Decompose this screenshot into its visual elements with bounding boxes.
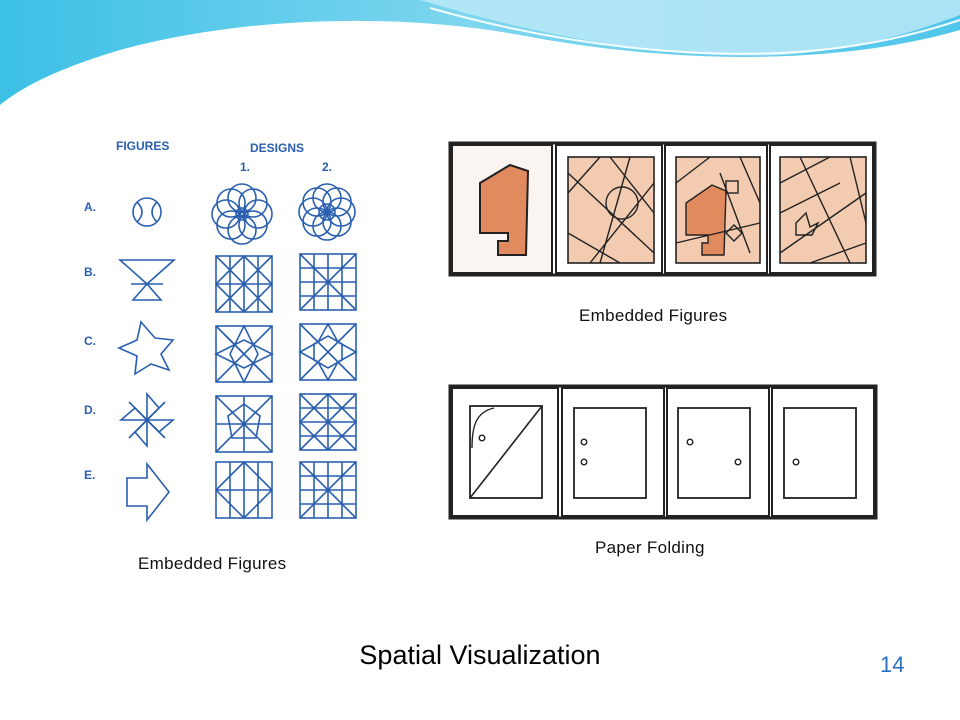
- paper-folding-strip: [448, 384, 878, 520]
- answer-panel-2: [666, 387, 770, 517]
- row-label-c: C.: [84, 334, 96, 348]
- slide-number: 14: [880, 652, 905, 677]
- design-b1: [214, 254, 274, 314]
- design-d1: [215, 395, 273, 453]
- top-right-caption: Embedded Figures: [579, 306, 728, 325]
- answer-panel-3: [771, 387, 875, 517]
- design-e2: [299, 461, 357, 519]
- design-panel-2: [555, 144, 663, 274]
- figure-c: [117, 320, 175, 376]
- design-b2: [299, 253, 357, 311]
- figure-d: [118, 391, 176, 449]
- header-figures: FIGURES: [116, 139, 170, 153]
- answer-panel-1: [561, 387, 665, 517]
- figures-designs-drawing: [117, 183, 358, 523]
- design-d2: [298, 392, 358, 452]
- row-label-a: A.: [84, 200, 96, 214]
- design-e1: [214, 460, 274, 520]
- design-c2: [298, 322, 358, 382]
- design-c1: [214, 324, 274, 384]
- embedded-figures-strip: [448, 141, 877, 277]
- bottom-right-caption: Paper Folding: [595, 538, 705, 557]
- column-label-1: 1.: [240, 160, 251, 174]
- slide-title: Spatial Visualization: [359, 640, 601, 670]
- row-label-e: E.: [84, 468, 96, 482]
- figure-e: [126, 461, 171, 523]
- header-wave: [0, 0, 960, 105]
- design-panel-4: [769, 144, 874, 274]
- design-panel-3: [664, 144, 768, 274]
- design-a2: [298, 183, 356, 241]
- row-label-b: B.: [84, 265, 96, 279]
- header-designs: DESIGNS: [250, 141, 305, 155]
- design-a1: [211, 183, 273, 245]
- target-shape: [451, 144, 553, 274]
- figure-a: [132, 197, 162, 227]
- left-caption: Embedded Figures: [138, 554, 287, 573]
- figure-b: [117, 259, 177, 301]
- row-label-d: D.: [84, 403, 96, 417]
- folded-paper: [451, 387, 559, 517]
- column-label-2: 2.: [322, 160, 333, 174]
